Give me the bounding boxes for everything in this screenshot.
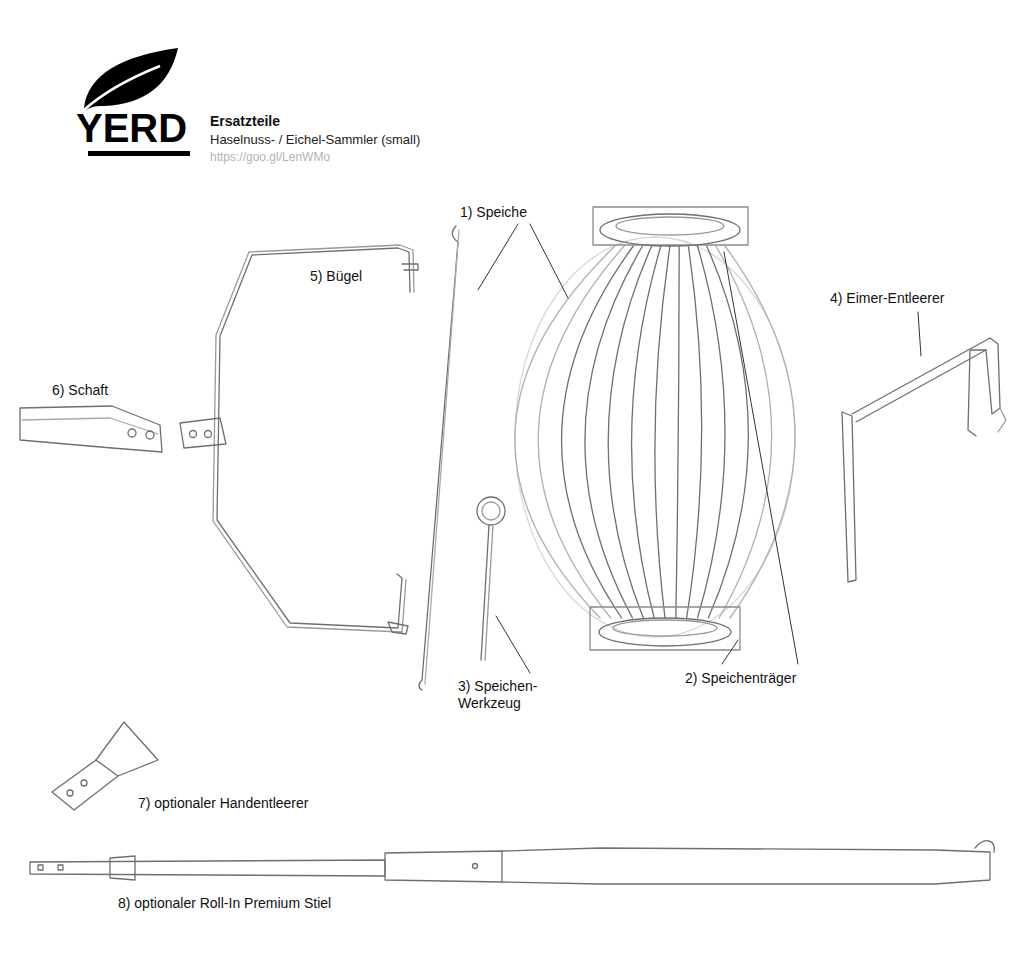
handle-tube bbox=[385, 851, 502, 882]
shaft-bolt bbox=[146, 431, 154, 439]
bow-bracket bbox=[180, 418, 226, 448]
logo-underline bbox=[88, 151, 190, 156]
basket-spoke bbox=[608, 246, 651, 618]
basket-outline bbox=[515, 237, 795, 637]
basket-spoke bbox=[538, 246, 624, 618]
leader-line bbox=[478, 224, 518, 290]
basket-spoke bbox=[725, 246, 795, 618]
part-label: 5) Bügel bbox=[310, 268, 362, 285]
hand-emptier-base bbox=[52, 760, 118, 810]
tool-shaft bbox=[481, 525, 489, 660]
handle-grip bbox=[502, 848, 990, 884]
url: https://goo.gl/LenWMo bbox=[210, 150, 330, 164]
leader-line bbox=[918, 312, 921, 356]
part-label: 6) Schaft bbox=[52, 382, 108, 399]
basket-spoke bbox=[515, 246, 615, 618]
handle-hole bbox=[38, 865, 43, 870]
hand-emptier-scoop bbox=[96, 722, 158, 776]
page-title: Ersatzteile bbox=[210, 113, 280, 130]
subtitle: Haselnuss- / Eichel-Sammler (small) bbox=[210, 132, 420, 148]
holder-frame bbox=[590, 607, 740, 650]
bracket-bolt bbox=[205, 431, 212, 438]
part-label: 4) Eimer-Entleerer bbox=[830, 290, 944, 307]
bow-shade bbox=[213, 245, 414, 632]
part-label: 7) optionaler Handentleerer bbox=[138, 795, 308, 812]
leaf-vein bbox=[84, 66, 160, 110]
basket-spoke bbox=[698, 246, 726, 618]
spoke-shade bbox=[425, 230, 459, 684]
holder-ring bbox=[613, 620, 717, 636]
basket-spoke bbox=[676, 246, 679, 618]
hand-emptier-bolt bbox=[81, 780, 87, 786]
leader-line bbox=[530, 224, 568, 298]
part-label: 8) optionaler Roll-In Premium Stiel bbox=[118, 895, 331, 912]
holder-ring bbox=[600, 214, 740, 246]
shaft-bolt bbox=[128, 429, 136, 437]
basket-spoke bbox=[707, 246, 749, 618]
emptier-part bbox=[856, 350, 986, 436]
leaf-shape bbox=[84, 48, 178, 110]
emptier-shade bbox=[998, 408, 1006, 432]
shaft-part bbox=[20, 406, 162, 452]
tool-ring bbox=[477, 497, 505, 525]
bracket-bolt bbox=[190, 431, 197, 438]
hand-emptier-bolt bbox=[67, 790, 73, 796]
basket-spoke bbox=[562, 246, 634, 618]
handle-hole bbox=[58, 865, 63, 870]
tool-shaft bbox=[485, 525, 493, 660]
holder-frame bbox=[593, 207, 748, 245]
leader-line bbox=[496, 616, 530, 673]
spoke-part bbox=[419, 226, 458, 690]
basket-spokes bbox=[515, 246, 795, 618]
shaft-shade bbox=[22, 418, 158, 434]
leader-line bbox=[722, 640, 738, 664]
leader-line bbox=[724, 252, 798, 664]
tool-ring bbox=[482, 502, 500, 520]
part-label: 1) Speiche bbox=[460, 204, 527, 221]
bow-clip bbox=[402, 264, 418, 270]
handle-hook bbox=[975, 841, 994, 852]
handle-joint bbox=[110, 856, 135, 880]
basket-spoke bbox=[687, 246, 702, 618]
part-label: 3) Speichen- Werkzeug bbox=[458, 678, 550, 712]
part-label: 2) Speichenträger bbox=[685, 670, 796, 687]
basket-spoke bbox=[655, 246, 670, 618]
basket-spoke bbox=[585, 246, 643, 618]
bow-part bbox=[217, 248, 410, 628]
handle-hole bbox=[473, 864, 478, 869]
basket-spoke bbox=[632, 246, 661, 618]
holder-ring bbox=[616, 217, 724, 235]
emptier-part bbox=[842, 412, 856, 582]
logo-text: YERD bbox=[76, 108, 187, 148]
bow-clip bbox=[388, 622, 408, 634]
handle-rod bbox=[30, 860, 385, 876]
holder-ring bbox=[599, 618, 731, 646]
